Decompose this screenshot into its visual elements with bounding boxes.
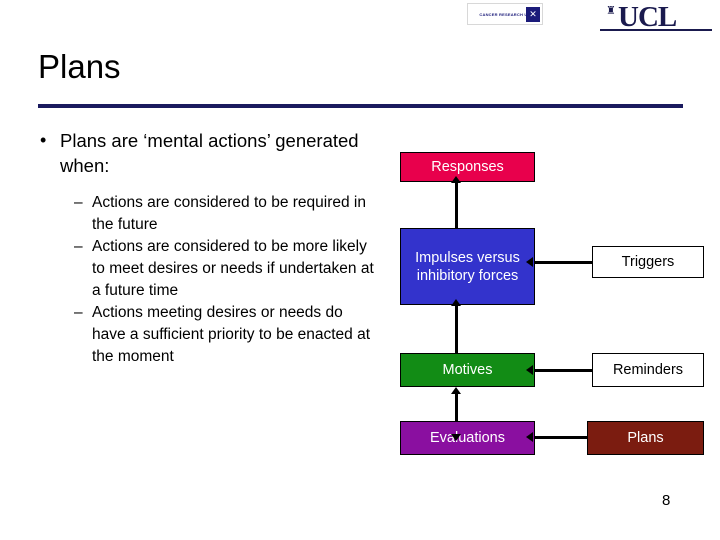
bullet-level1-text: Plans are ‘mental actions’ generated whe… [60, 130, 359, 176]
dash-marker-icon: – [74, 304, 83, 321]
dash-marker-icon: – [74, 194, 83, 211]
arrowhead-down-evaluations [451, 434, 461, 441]
diagram-node-impulses[interactable]: Impulses versus inhibitory forces [400, 228, 535, 305]
diagram-node-plans[interactable]: Plans [587, 421, 704, 455]
sub-bullet-text: Actions are considered to be more likely… [92, 238, 374, 299]
diagram-node-triggers-label: Triggers [621, 254, 675, 270]
diagram-node-motives-label: Motives [442, 362, 493, 378]
sub-bullet-text: Actions meeting desires or needs do have… [92, 304, 371, 365]
diagram-node-triggers[interactable]: Triggers [592, 246, 704, 278]
bullet-list: • Plans are ‘mental actions’ generated w… [30, 128, 375, 368]
connector-motives-evaluations [455, 393, 458, 437]
diagram-node-reminders[interactable]: Reminders [592, 353, 704, 387]
list-item: – Actions are considered to be more like… [74, 236, 375, 302]
diagram-node-evaluations[interactable]: Evaluations [400, 421, 535, 455]
diagram-node-evaluations-label: Evaluations [430, 430, 505, 446]
cancer-research-uk-logo-mark: ✕ [526, 7, 540, 22]
arrowhead-left-evaluations [526, 432, 533, 442]
sub-bullet-text: Actions are considered to be required in… [92, 194, 366, 233]
connector-triggers-to-impulses [532, 261, 592, 264]
connector-impulses-to-responses [455, 182, 458, 228]
diagram-node-reminders-label: Reminders [612, 362, 684, 378]
arrowhead-left-impulses [526, 257, 533, 267]
arrowhead-up-impulses [451, 299, 461, 306]
arrowhead-left-motives [526, 365, 533, 375]
connector-motives-to-impulses [455, 305, 458, 353]
arrowhead-up-motives [451, 387, 461, 394]
diagram-node-impulses-label: Impulses versus inhibitory forces [415, 249, 520, 284]
ucl-crest-icon: ♜ [606, 5, 616, 17]
ucl-logo-rule [600, 29, 712, 31]
cancer-research-uk-logo: CANCER RESEARCH UK ✕ [467, 3, 543, 25]
page-number: 8 [662, 492, 671, 509]
list-item: – Actions meeting desires or needs do ha… [74, 302, 375, 368]
diagram-node-responses-label: Responses [431, 159, 504, 175]
ucl-logo-text: UCL [618, 1, 677, 33]
bullet-level1: • Plans are ‘mental actions’ generated w… [30, 128, 375, 178]
ucl-logo: ♜ UCL [600, 2, 712, 32]
cancer-research-uk-logo-text: CANCER RESEARCH UK [479, 11, 531, 17]
arrowhead-up-responses [451, 176, 461, 183]
diagram-node-responses[interactable]: Responses [400, 152, 535, 182]
list-item: – Actions are considered to be required … [74, 192, 375, 236]
dash-marker-icon: – [74, 238, 83, 255]
page-title: Plans [38, 48, 121, 85]
connector-plans-to-evaluations [532, 436, 592, 439]
diagram-node-plans-label: Plans [627, 430, 664, 446]
bullet-marker-icon: • [40, 130, 47, 150]
title-divider [38, 104, 683, 108]
diagram: Responses Impulses versus inhibitory for… [380, 140, 710, 470]
diagram-node-motives[interactable]: Motives [400, 353, 535, 387]
connector-reminders-to-motives [532, 369, 592, 372]
sub-bullet-list: – Actions are considered to be required … [30, 192, 375, 368]
